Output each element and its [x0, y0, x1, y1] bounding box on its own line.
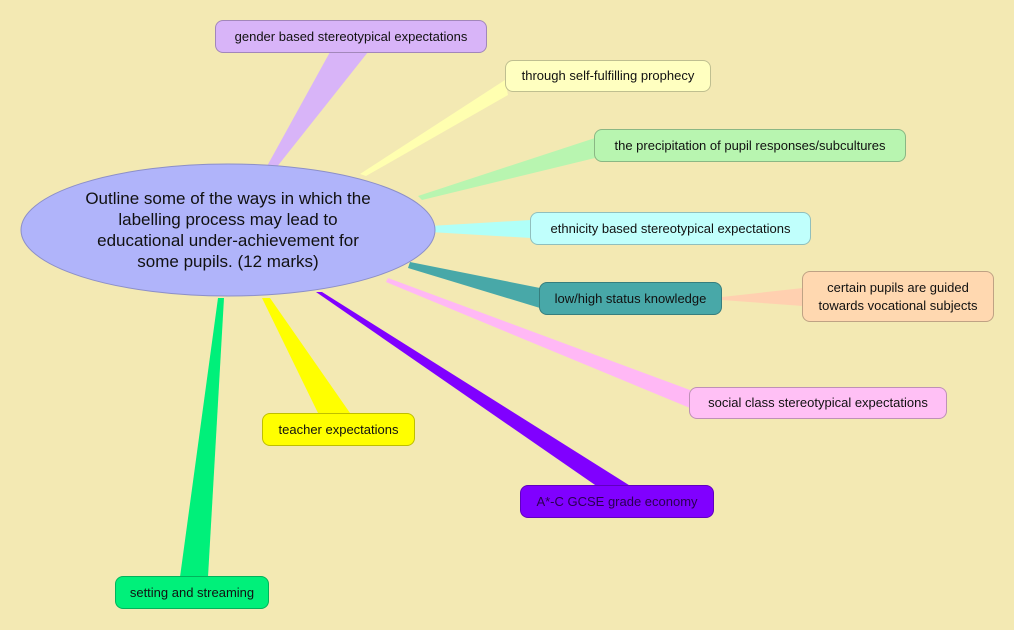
branch-ethnicity — [430, 220, 531, 238]
branch-setting — [180, 298, 224, 577]
node-social-class[interactable]: social class stereotypical expectations — [689, 387, 947, 419]
branch-self-fulfilling — [360, 80, 508, 176]
branch-gender — [266, 52, 368, 168]
central-topic-text: Outline some of the ways in which the la… — [85, 189, 371, 271]
central-topic[interactable]: Outline some of the ways in which the la… — [20, 163, 436, 297]
node-ethnicity[interactable]: ethnicity based stereotypical expectatio… — [530, 212, 811, 245]
branch-grade-economy — [316, 292, 632, 487]
branch-low-high — [408, 262, 540, 308]
node-teacher-expectations[interactable]: teacher expectations — [262, 413, 415, 446]
branch-certain-pupils — [722, 288, 803, 306]
node-low-high-status[interactable]: low/high status knowledge — [539, 282, 722, 315]
node-self-fulfilling[interactable]: through self-fulfilling prophecy — [505, 60, 711, 92]
node-grade-economy[interactable]: A*-C GCSE grade economy — [520, 485, 714, 518]
node-certain-pupils[interactable]: certain pupils are guided towards vocati… — [802, 271, 994, 322]
node-setting-streaming[interactable]: setting and streaming — [115, 576, 269, 609]
branch-social-class — [386, 278, 690, 408]
node-precipitation[interactable]: the precipitation of pupil responses/sub… — [594, 129, 906, 162]
branch-precipitation — [418, 138, 595, 200]
branch-teacher — [262, 298, 350, 413]
central-ellipse — [20, 163, 436, 297]
node-gender[interactable]: gender based stereotypical expectations — [215, 20, 487, 53]
